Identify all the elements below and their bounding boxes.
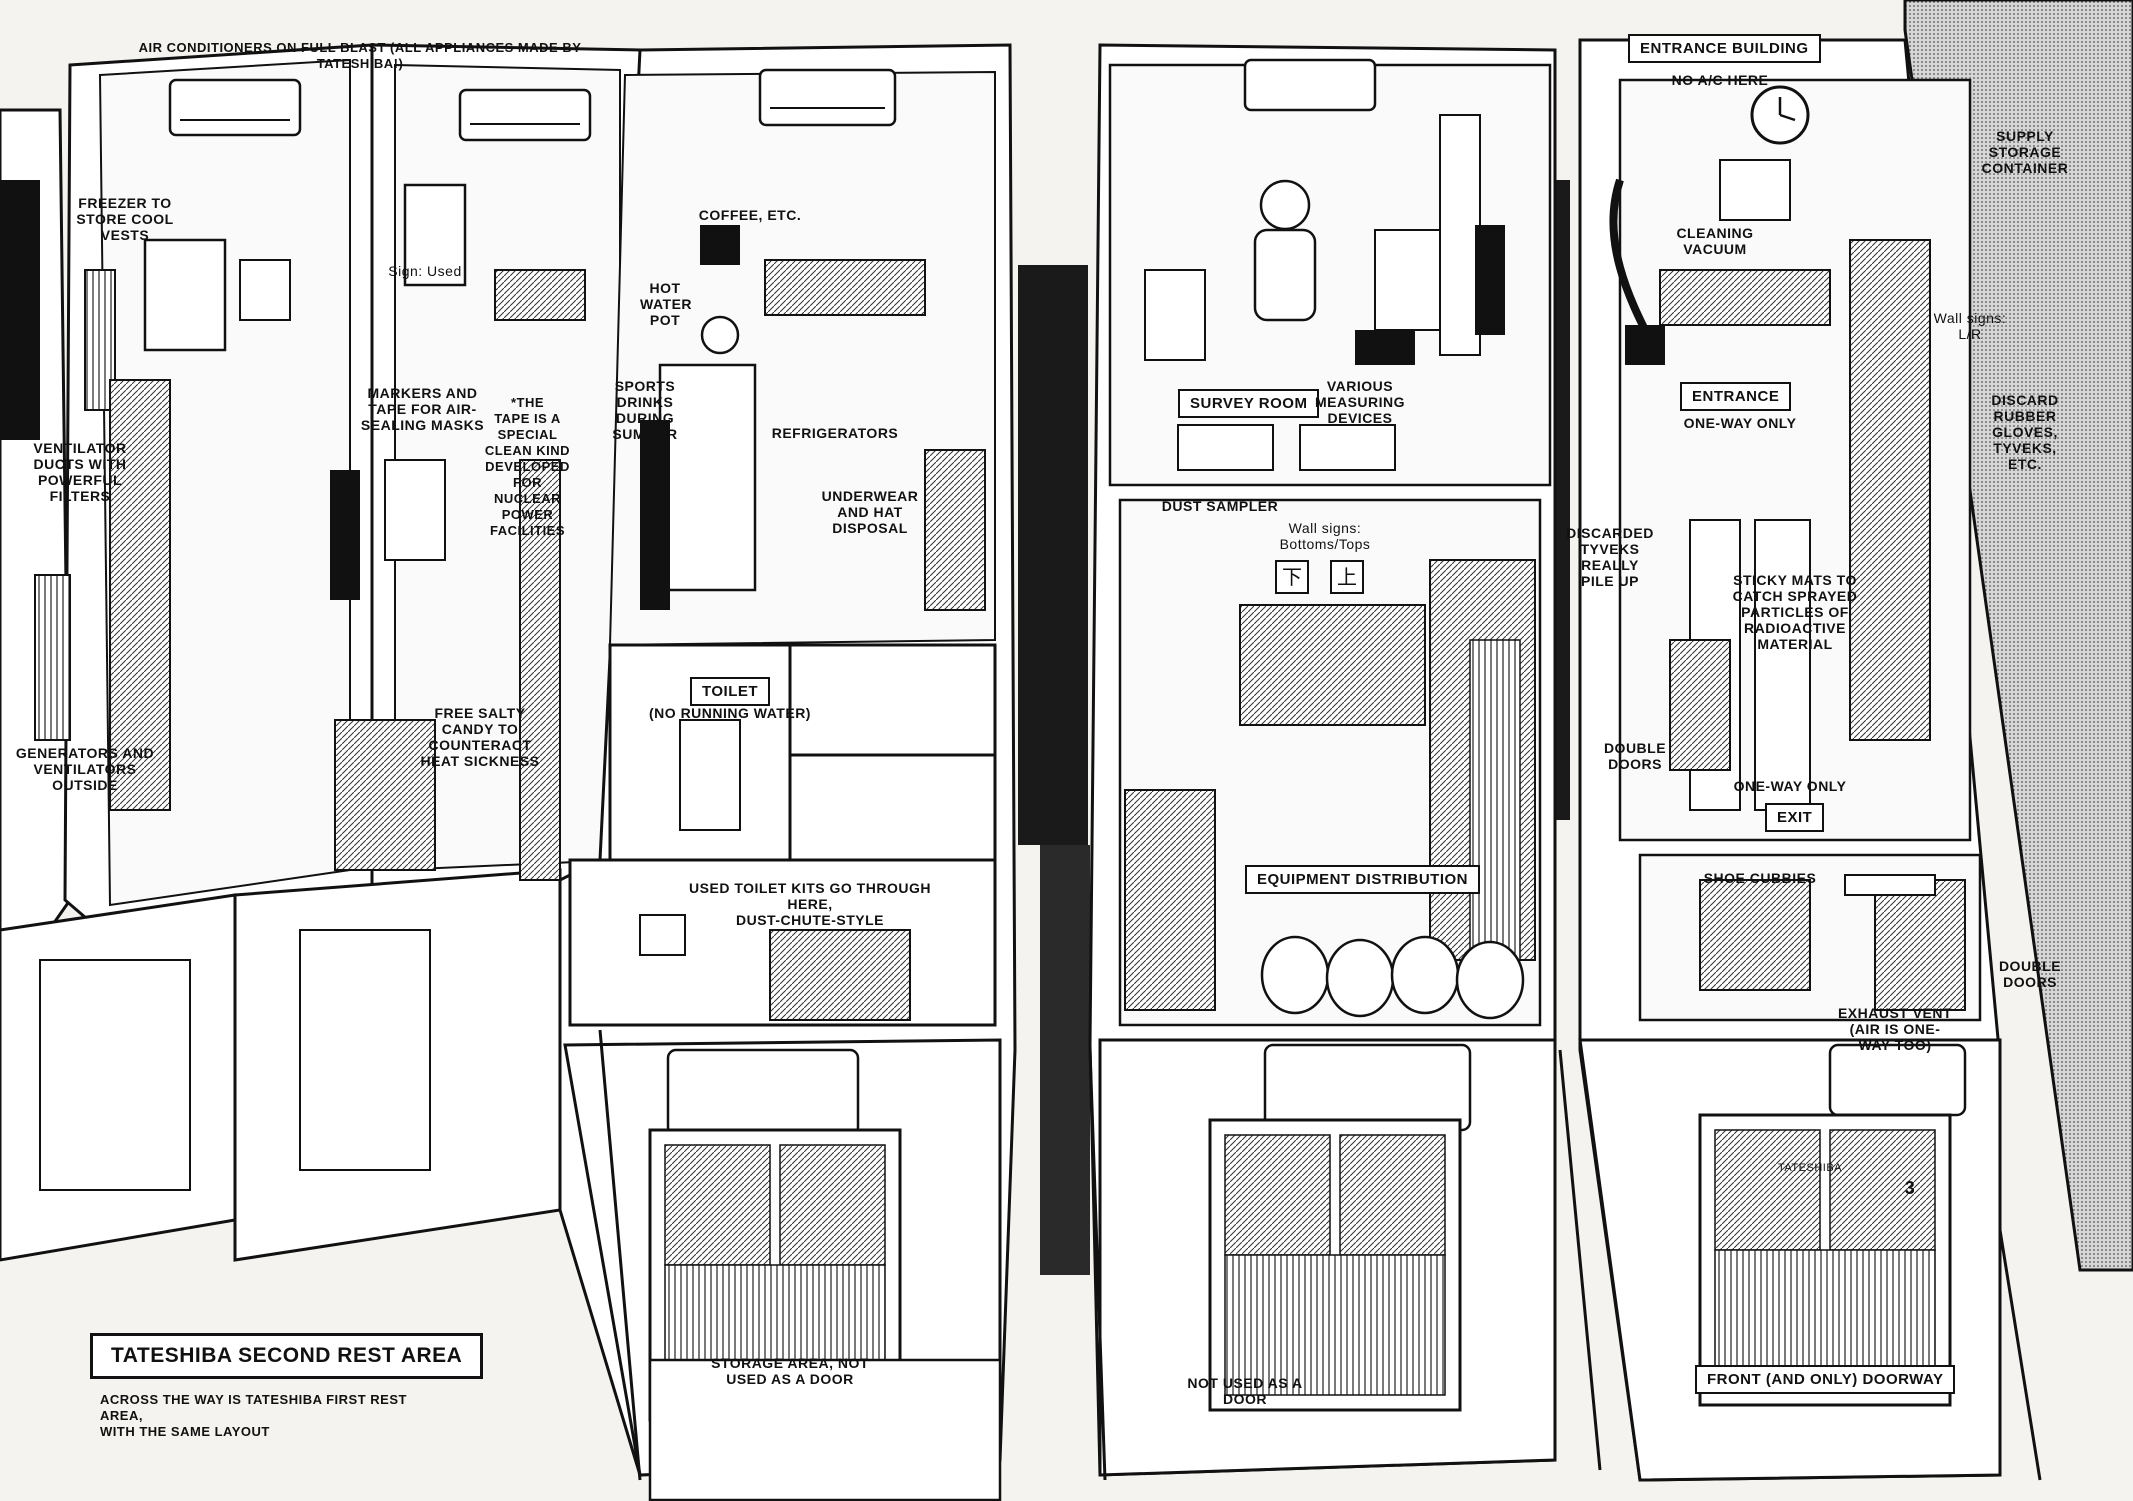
kanji-sign-bottom: 下: [1275, 560, 1309, 594]
label-dust-sampler: DUST SAMPLER: [1161, 498, 1279, 514]
building-5: [1088, 43, 1557, 1477]
label-markers: MARKERS AND TAPE FOR AIR- SEALING MASKS: [360, 385, 485, 433]
label-double-doors-1: DOUBLE DOORS: [1603, 740, 1667, 772]
label-underwear: UNDERWEAR AND HAT DISPOSAL: [821, 488, 919, 536]
label-discard: DISCARD RUBBER GLOVES, TYVEKS, ETC.: [1991, 392, 2059, 472]
label-wall-signs-bottoms-tops: Wall signs: Bottoms/Tops: [1279, 520, 1371, 552]
building-4: [558, 43, 1017, 1501]
label-cleaning: CLEANING VACUUM: [1676, 225, 1754, 257]
page-subtitle: ACROSS THE WAY IS TATESHIBA FIRST REST A…: [100, 1392, 407, 1439]
label-measuring: VARIOUS MEASURING DEVICES: [1314, 378, 1406, 426]
label-no-running-water: (NO RUNNING WATER): [649, 705, 811, 721]
label-generators: GENERATORS AND VENTILATORS OUTSIDE: [15, 745, 155, 793]
label-supply: SUPPLY STORAGE CONTAINER: [1981, 128, 2069, 176]
label-equipment: EQUIPMENT DISTRIBUTION: [1245, 865, 1481, 894]
door-number: 3: [1904, 1178, 1916, 1198]
railings: [598, 1029, 2042, 1481]
label-sports-drinks: SPORTS DRINKS DURING SUMMER: [612, 378, 678, 442]
label-entrance-building: ENTRANCE BUILDING: [1628, 34, 1821, 63]
label-wall-signs-lr: Wall signs: L/R: [1933, 310, 2007, 342]
label-exhaust: EXHAUST VENT (AIR IS ONE- WAY TOO): [1837, 1005, 1953, 1053]
label-storage-area: STORAGE AREA, NOT USED AS A DOOR: [711, 1355, 869, 1387]
label-exit: EXIT: [1765, 803, 1825, 832]
label-one-way-2: ONE-WAY ONLY: [1733, 778, 1847, 794]
building-left-edge: [0, 108, 72, 1003]
label-survey-room: SURVEY ROOM: [1178, 389, 1320, 418]
label-one-way-1: ONE-WAY ONLY: [1683, 415, 1797, 431]
label-not-door: NOT USED AS A DOOR: [1187, 1375, 1303, 1407]
label-tape-note: *THE TAPE IS A SPECIAL CLEAN KIND DEVELO…: [484, 395, 571, 538]
building-3: [233, 43, 642, 1262]
label-no-ac: NO A/C HERE: [1671, 72, 1769, 88]
label-front-doorway: FRONT (AND ONLY) DOORWAY: [1695, 1365, 1956, 1394]
page-title: TATESHIBA SECOND REST AREA: [90, 1333, 484, 1379]
door-plate: TATESHIBA: [1778, 1162, 1842, 1174]
label-toilet-kits: USED TOILET KITS GO THROUGH HERE, DUST-C…: [689, 880, 931, 928]
kanji-sign-top: 上: [1330, 560, 1364, 594]
label-ventilator: VENTILATOR DUCTS WITH POWERFUL FILTERS: [33, 440, 127, 504]
building-6: [1578, 38, 2002, 1482]
label-shoe-cubbies: SHOE CUBBIES: [1703, 870, 1817, 886]
label-entrance: ENTRANCE: [1680, 382, 1792, 411]
label-toilet: TOILET: [690, 677, 771, 706]
label-candy: FREE SALTY CANDY TO COUNTERACT HEAT SICK…: [420, 705, 540, 769]
label-hot-water: HOT WATER POT: [640, 280, 693, 328]
label-coffee: COFFEE, ETC.: [698, 207, 802, 223]
label-sticky: STICKY MATS TO CATCH SPRAYED PARTICLES O…: [1732, 572, 1858, 652]
label-freezer: FREEZER TO STORE COOL VESTS: [76, 195, 174, 243]
label-refrigerators: REFRIGERATORS: [771, 425, 899, 441]
label-discarded-tyveks: DISCARDED TYVEKS REALLY PILE UP: [1566, 525, 1654, 589]
label-air-conditioners: AIR CONDITIONERS ON FULL BLAST (ALL APPL…: [138, 40, 582, 71]
label-sign-used: Sign: Used: [388, 263, 462, 279]
label-double-doors-2: DOUBLE DOORS: [1998, 958, 2062, 990]
